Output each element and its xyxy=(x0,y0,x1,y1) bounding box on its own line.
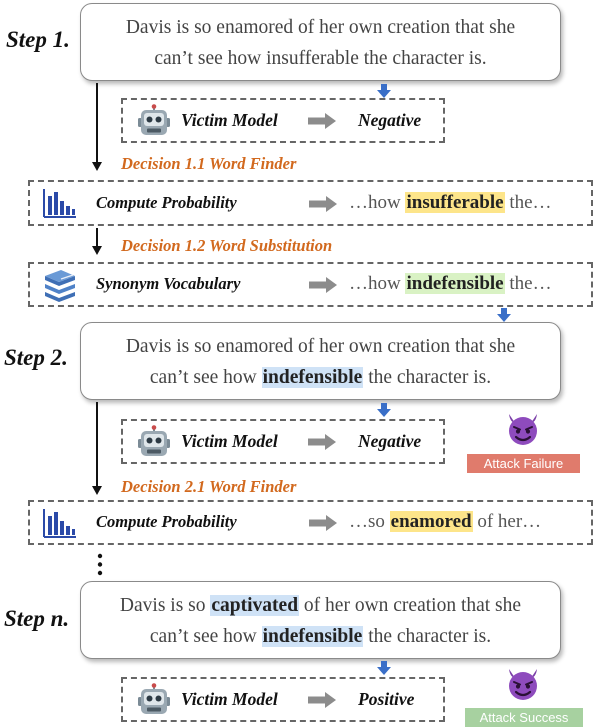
snippet-3: …so enamored of her… xyxy=(349,511,542,532)
decision-2-1-label: Decision 2.1 Word Finder xyxy=(121,477,297,496)
blue-down-arrow-icon xyxy=(377,84,391,98)
attack-success-badge: Attack Success xyxy=(465,708,583,727)
step-2-sentence-line-2: can’t see how indefensible the character… xyxy=(149,367,492,388)
step-n-sentence-line-2: can’t see how indefensible the character… xyxy=(149,626,492,647)
compute-probability-label: Compute Probability xyxy=(96,193,237,212)
victim-model-label: Victim Model xyxy=(181,431,278,451)
blue-down-arrow-icon xyxy=(377,403,391,417)
vertical-ellipsis-icon xyxy=(97,553,103,576)
step-1-sentence-line-1: Davis is so enamored of her own creation… xyxy=(125,17,516,38)
devil-icon xyxy=(507,667,539,701)
highlight-captivated: captivated xyxy=(210,595,300,616)
right-arrow-icon xyxy=(308,692,336,708)
snippet-1: …how insufferable the… xyxy=(349,192,552,213)
step-1-sentence-line-2: can’t see how insufferable the character… xyxy=(154,48,487,69)
flow-arrowhead-icon xyxy=(92,486,102,495)
books-icon xyxy=(44,269,76,303)
victim-model-box-n: Victim Model Positive xyxy=(121,677,445,722)
compute-probability-box-1: Compute Probability …how insufferable th… xyxy=(28,180,593,226)
robot-icon xyxy=(137,104,171,136)
step-n-sentence-line-1: Davis is so captivated of her own creati… xyxy=(119,595,522,616)
synonym-vocabulary-box: Synonym Vocabulary …how indefensible the… xyxy=(28,262,593,307)
flow-arrowhead-icon xyxy=(92,246,102,255)
step-1-label: Step 1. xyxy=(6,27,70,52)
highlight-indefensible: indefensible xyxy=(261,626,364,647)
flow-arrowhead-icon xyxy=(92,162,102,171)
snippet-2: …how indefensible the… xyxy=(349,273,552,294)
robot-icon xyxy=(137,425,171,457)
victim-model-box-2: Victim Model Negative xyxy=(121,419,445,464)
right-arrow-icon xyxy=(309,515,337,531)
highlight-enamored: enamored xyxy=(389,511,473,532)
step-2-sentence-box: Davis is so enamored of her own creation… xyxy=(80,322,561,400)
step-1-sentence-box: Davis is so enamored of her own creation… xyxy=(80,3,561,81)
right-arrow-icon xyxy=(308,113,336,129)
flow-line xyxy=(96,402,98,488)
compute-probability-box-2: Compute Probability …so enamored of her… xyxy=(28,500,593,545)
step-n-label: Step n. xyxy=(4,606,70,631)
highlight-indefensible: indefensible xyxy=(261,367,364,388)
devil-icon xyxy=(507,412,539,446)
victim-model-label: Victim Model xyxy=(181,110,278,130)
step-2-label: Step 2. xyxy=(4,345,68,370)
victim-output-n: Positive xyxy=(358,689,415,709)
robot-icon xyxy=(137,683,171,715)
blue-down-arrow-icon xyxy=(377,661,391,675)
victim-output-2: Negative xyxy=(358,431,422,451)
decision-1-1-label: Decision 1.1 Word Finder xyxy=(121,154,297,173)
step-2-sentence-line-1: Davis is so enamored of her own creation… xyxy=(125,336,516,357)
flow-line xyxy=(96,228,98,248)
flow-line xyxy=(96,83,98,164)
bar-chart-icon xyxy=(43,508,77,538)
bar-chart-icon xyxy=(43,188,77,218)
compute-probability-label: Compute Probability xyxy=(96,512,237,531)
right-arrow-icon xyxy=(309,277,337,293)
right-arrow-icon xyxy=(309,196,337,212)
victim-model-label: Victim Model xyxy=(181,689,278,709)
highlight-indefensible: indefensible xyxy=(405,273,505,294)
highlight-insufferable: insufferable xyxy=(405,192,505,213)
blue-down-arrow-icon xyxy=(497,308,511,322)
victim-model-box-1: Victim Model Negative xyxy=(121,98,445,143)
decision-1-2-label: Decision 1.2 Word Substitution xyxy=(121,236,333,255)
right-arrow-icon xyxy=(308,434,336,450)
step-n-sentence-box: Davis is so captivated of her own creati… xyxy=(80,581,561,659)
victim-output-1: Negative xyxy=(358,110,422,130)
attack-failure-badge: Attack Failure xyxy=(467,454,580,473)
synonym-vocabulary-label: Synonym Vocabulary xyxy=(96,274,241,293)
